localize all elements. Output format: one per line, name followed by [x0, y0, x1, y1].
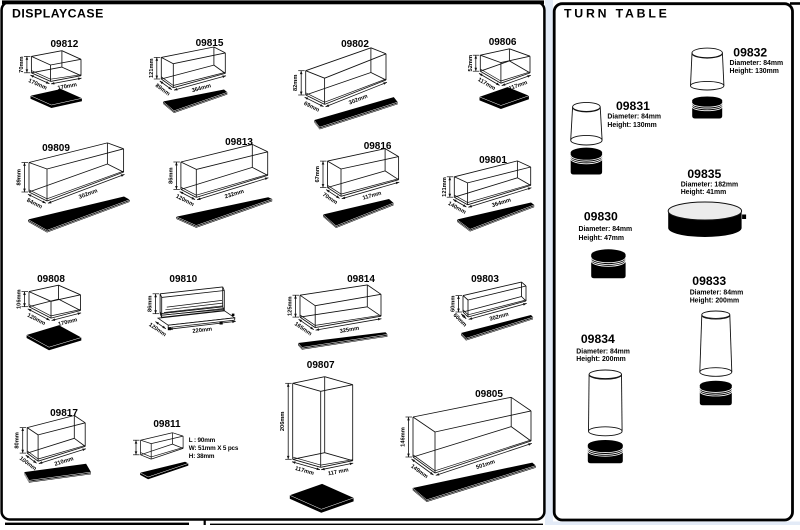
svg-text:09808: 09808 — [37, 274, 65, 285]
svg-text:232mm: 232mm — [224, 189, 245, 201]
svg-text:86mm: 86mm — [148, 296, 154, 312]
svg-text:60mm: 60mm — [451, 296, 457, 312]
svg-text:Diameter: 84mm: Diameter: 84mm — [730, 60, 784, 67]
svg-text:09811: 09811 — [153, 419, 181, 430]
svg-text:70mm: 70mm — [19, 56, 25, 72]
svg-text:Height: 200mm: Height: 200mm — [576, 356, 625, 363]
svg-text:Height: 130mm: Height: 130mm — [730, 68, 779, 75]
svg-text:TURN TABLE: TURN TABLE — [564, 7, 670, 21]
svg-text:Diameter: 84mm: Diameter: 84mm — [690, 290, 744, 297]
svg-text:09834: 09834 — [581, 332, 615, 346]
svg-text:117mm: 117mm — [362, 191, 382, 202]
svg-text:09809: 09809 — [42, 143, 70, 154]
svg-text:67mm: 67mm — [315, 166, 321, 182]
svg-text:09812: 09812 — [50, 39, 78, 50]
svg-text:302mm: 302mm — [489, 312, 509, 323]
svg-text:09832: 09832 — [733, 46, 767, 60]
svg-text:210mm: 210mm — [54, 456, 75, 468]
svg-text:117 mm: 117 mm — [328, 467, 350, 477]
svg-text:09813: 09813 — [225, 137, 253, 148]
svg-text:Height: 200mm: Height: 200mm — [690, 298, 739, 305]
svg-text:09803: 09803 — [471, 274, 499, 285]
svg-text:09802: 09802 — [341, 39, 369, 50]
svg-text:09810: 09810 — [169, 274, 197, 285]
svg-text:09807: 09807 — [307, 360, 335, 371]
svg-text:09816: 09816 — [364, 141, 392, 152]
svg-text:106mm: 106mm — [17, 289, 23, 309]
svg-text:89mm: 89mm — [17, 169, 23, 185]
svg-text:364mm: 364mm — [191, 83, 211, 94]
svg-text:09815: 09815 — [196, 38, 224, 49]
svg-text:325mm: 325mm — [339, 326, 359, 335]
svg-text:52mm: 52mm — [468, 55, 474, 71]
svg-text:Diameter: 182mm: Diameter: 182mm — [681, 181, 738, 188]
svg-text:09833: 09833 — [692, 274, 726, 288]
svg-text:125mm: 125mm — [288, 296, 294, 316]
svg-text:09830: 09830 — [584, 209, 618, 223]
svg-text:09835: 09835 — [687, 167, 721, 181]
svg-text:L : 90mm: L : 90mm — [189, 437, 216, 444]
svg-text:220mm: 220mm — [192, 327, 212, 335]
svg-text:09806: 09806 — [489, 37, 517, 48]
svg-text:170mm: 170mm — [57, 82, 77, 92]
svg-text:Height: 130mm: Height: 130mm — [607, 122, 656, 129]
svg-text:Height: 41mm: Height: 41mm — [681, 189, 727, 196]
svg-text:146mm: 146mm — [401, 427, 407, 447]
svg-text:121mm: 121mm — [149, 58, 155, 78]
svg-text:364mm: 364mm — [491, 197, 512, 209]
svg-text:121mm: 121mm — [442, 177, 448, 197]
svg-text:09814: 09814 — [347, 274, 375, 285]
svg-text:Diameter: 84mm: Diameter: 84mm — [576, 349, 630, 356]
svg-text:80mm: 80mm — [15, 432, 21, 448]
svg-text:82mm: 82mm — [293, 75, 299, 91]
svg-text:206mm: 206mm — [280, 411, 286, 431]
svg-text:09805: 09805 — [475, 389, 503, 400]
svg-text:Diameter: 84mm: Diameter: 84mm — [579, 226, 633, 233]
svg-text:501mm: 501mm — [475, 459, 496, 471]
svg-text:117mm: 117mm — [294, 466, 314, 477]
svg-text:09831: 09831 — [616, 99, 650, 113]
svg-text:170mm: 170mm — [58, 317, 78, 328]
svg-text:H: 38mm: H: 38mm — [189, 453, 215, 460]
svg-text:Height: 47mm: Height: 47mm — [579, 235, 625, 242]
svg-text:09817: 09817 — [50, 408, 78, 419]
svg-text:DISPLAYCASE: DISPLAYCASE — [12, 7, 104, 21]
svg-text:W: 51mm X 5 pcs: W: 51mm X 5 pcs — [189, 445, 239, 452]
svg-text:Diameter: 84mm: Diameter: 84mm — [607, 113, 661, 120]
svg-text:86mm: 86mm — [168, 167, 174, 183]
svg-text:09801: 09801 — [479, 155, 507, 166]
